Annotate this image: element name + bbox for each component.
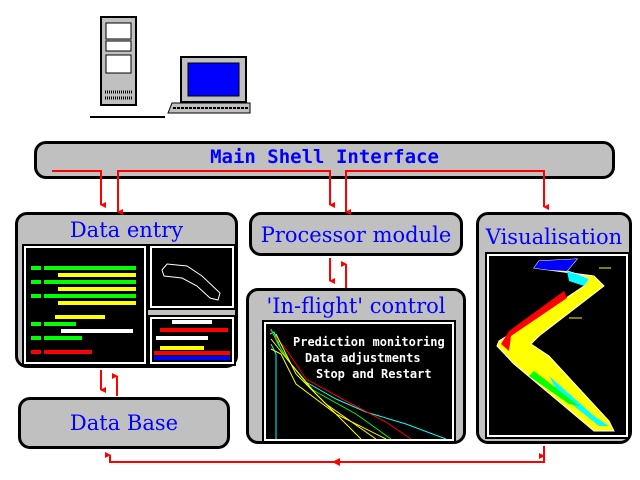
main-shell-label: Main Shell Interface (210, 146, 439, 168)
visualisation-module: Visualisation (476, 212, 632, 444)
processor-title: Processor module (260, 223, 452, 247)
processor-module: Processor module (249, 212, 463, 256)
inflight-monitor-screen: Prediction monitoring Data adjustments S… (262, 320, 456, 443)
main-shell-interface: Main Shell Interface (34, 141, 615, 179)
database-title: Data Base (69, 411, 179, 435)
inflight-line-3: Stop and Restart (316, 367, 432, 381)
visualisation-screen (485, 252, 630, 439)
flow-visualisation (496, 258, 615, 432)
data-entry-module: Data entry (15, 212, 238, 368)
inflight-line-1: Prediction monitoring (293, 335, 445, 349)
inflight-title: 'In-flight' control (266, 294, 446, 318)
visualisation-title: Visualisation (485, 225, 623, 249)
inflight-control-module: 'In-flight' control Prediction monitorin… (246, 288, 466, 444)
inflight-line-2: Data adjustments (305, 351, 421, 365)
data-entry-screen (22, 244, 148, 366)
prediction-curves (269, 328, 447, 439)
data-entry-map-preview (148, 244, 236, 310)
data-entry-title: Data entry (69, 218, 184, 242)
database-module: Data Base (18, 397, 230, 449)
computer-icon (90, 16, 251, 118)
data-entry-notice-board (148, 315, 236, 366)
